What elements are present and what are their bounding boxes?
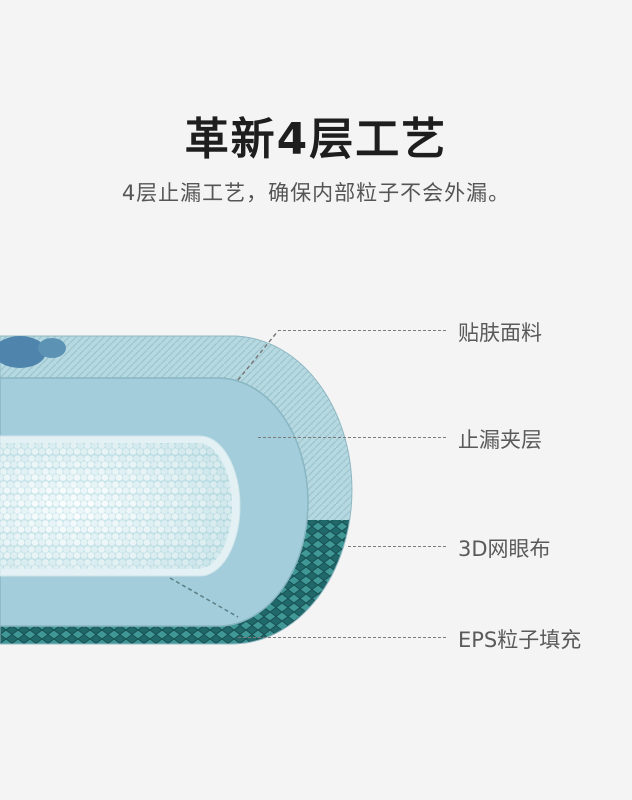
page-title: 革新4层工艺	[184, 114, 448, 165]
fabric-print-pattern	[0, 336, 66, 368]
leader-slant-1	[237, 330, 279, 381]
leader-line-2	[258, 437, 446, 438]
leader-line-4	[238, 637, 446, 638]
label-leakproof-layer: 止漏夹层	[458, 428, 542, 452]
label-eps-fill: EPS粒子填充	[458, 628, 582, 652]
label-3d-mesh: 3D网眼布	[458, 537, 551, 561]
leader-line-3	[348, 546, 446, 547]
leader-slant-4	[169, 577, 239, 618]
leader-line-1	[278, 330, 446, 331]
page-subtitle: 4层止漏工艺，确保内部粒子不会外漏。	[121, 181, 511, 205]
eps-bead-fill	[0, 443, 232, 569]
label-skin-fabric: 贴肤面料	[458, 321, 542, 345]
